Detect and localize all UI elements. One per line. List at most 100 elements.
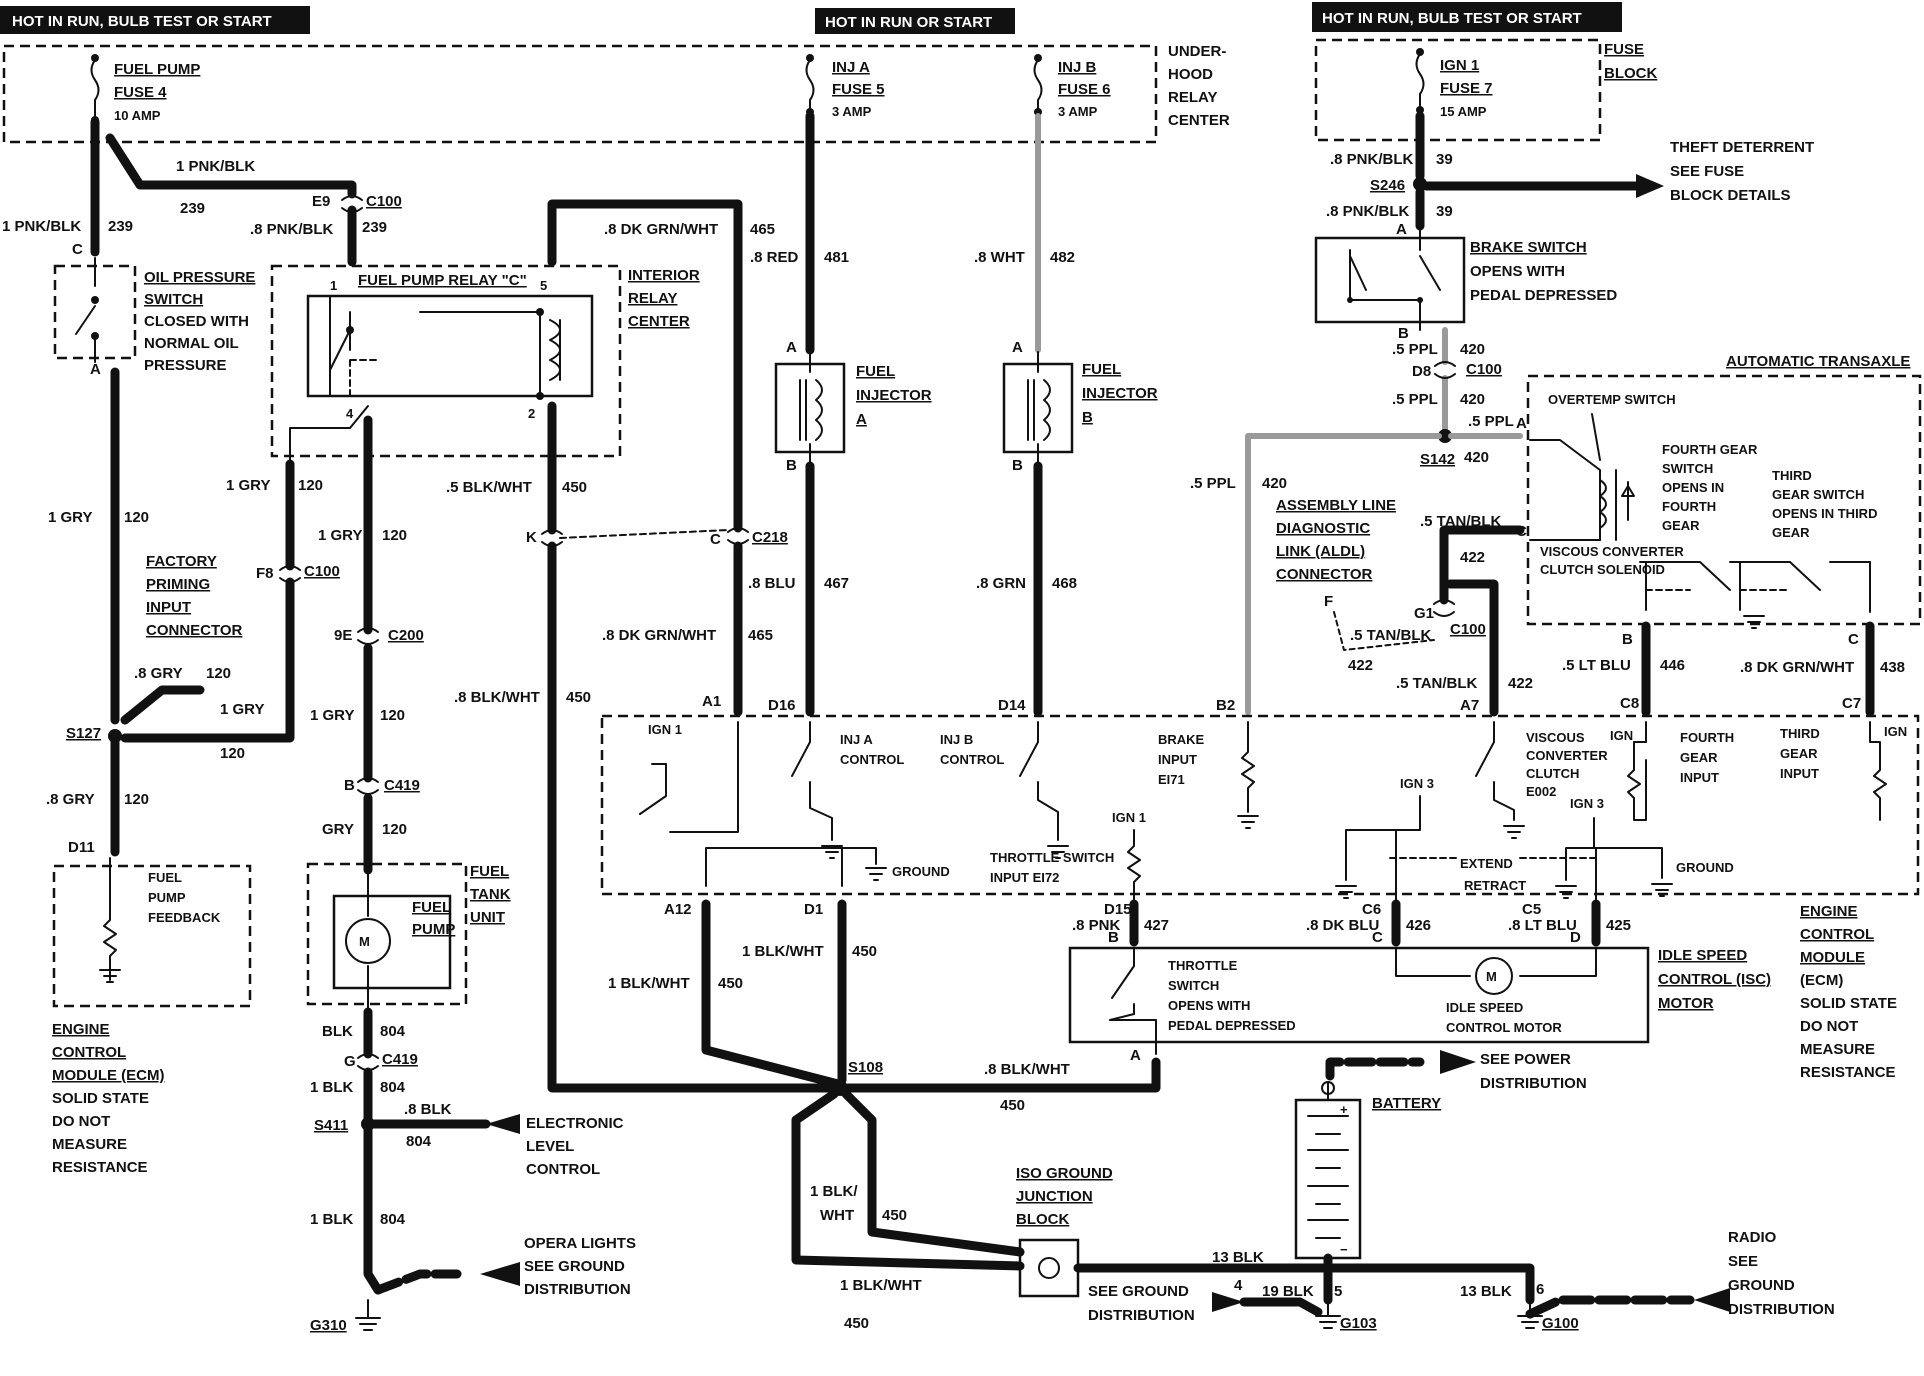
svg-text:D11: D11: [68, 839, 95, 856]
svg-text:A: A: [786, 339, 797, 356]
svg-text:S246: S246: [1370, 177, 1405, 194]
svg-text:2: 2: [528, 406, 535, 421]
svg-text:804: 804: [406, 1133, 432, 1150]
svg-text:SWITCH: SWITCH: [1168, 978, 1219, 993]
svg-text:S108: S108: [848, 1059, 883, 1076]
svg-text:15 AMP: 15 AMP: [1440, 104, 1487, 119]
svg-text:6: 6: [1536, 1281, 1544, 1298]
svg-text:CONNECTOR: CONNECTOR: [146, 622, 243, 639]
svg-text:B: B: [1082, 409, 1093, 426]
svg-text:BLOCK: BLOCK: [1016, 1211, 1069, 1228]
svg-text:450: 450: [718, 975, 743, 992]
svg-text:19 BLK: 19 BLK: [1262, 1283, 1314, 1300]
svg-text:A: A: [1012, 339, 1023, 356]
svg-text:OIL PRESSURE: OIL PRESSURE: [144, 269, 255, 286]
svg-text:CONTROL: CONTROL: [526, 1161, 600, 1178]
ecm-left-label: ENGINE CONTROL MODULE (ECM) SOLID STATE …: [52, 1021, 165, 1176]
svg-text:120: 120: [380, 707, 405, 724]
svg-text:B: B: [1622, 631, 1633, 648]
svg-text:.8 GRY: .8 GRY: [46, 791, 95, 808]
arrow-electronic-level: [486, 1114, 520, 1134]
svg-text:1 GRY: 1 GRY: [220, 701, 264, 718]
svg-text:1: 1: [330, 278, 337, 293]
svg-text:C6: C6: [1362, 901, 1381, 918]
svg-text:D: D: [1570, 929, 1581, 946]
svg-text:RESISTANCE: RESISTANCE: [52, 1159, 148, 1176]
underhood-relay-center-box: [2, 44, 1158, 144]
svg-text:K: K: [526, 529, 537, 546]
header-hot-run-start: [815, 8, 1015, 34]
svg-text:M: M: [359, 934, 370, 949]
wire-239-labels: 1 PNK/BLK 239 1 PNK/BLK 239 .8 PNK/BLK 2…: [2, 158, 387, 238]
svg-text:INPUT: INPUT: [1680, 770, 1719, 785]
svg-text:239: 239: [180, 200, 205, 217]
svg-text:RESISTANCE: RESISTANCE: [1800, 1064, 1896, 1081]
svg-text:FUEL: FUEL: [856, 363, 895, 380]
svg-text:GEAR: GEAR: [1780, 746, 1818, 761]
svg-text:239: 239: [108, 218, 133, 235]
svg-text:FUEL: FUEL: [412, 899, 451, 916]
svg-text:VISCOUS: VISCOUS: [1526, 730, 1585, 745]
svg-text:F: F: [1324, 593, 1333, 610]
isc-label: IDLE SPEED CONTROL (ISC) MOTOR: [1658, 947, 1771, 1012]
svg-text:.8 DK BLU: .8 DK BLU: [1306, 917, 1379, 934]
wire-450-iso-upper: [791, 1089, 1025, 1271]
svg-text:PEDAL DEPRESSED: PEDAL DEPRESSED: [1470, 287, 1617, 304]
wire-radio-ground: [1525, 1295, 1695, 1319]
svg-text:DISTRIBUTION: DISTRIBUTION: [524, 1281, 631, 1298]
svg-text:468: 468: [1052, 575, 1077, 592]
svg-text:CLUTCH SOLENOID: CLUTCH SOLENOID: [1540, 562, 1665, 577]
svg-text:.5 TAN/BLK: .5 TAN/BLK: [1350, 627, 1432, 644]
throttle-switch: THROTTLE SWITCH OPENS WITH PEDAL DEPRESS…: [1109, 947, 1296, 1055]
svg-text:C: C: [710, 531, 721, 548]
iso-ground-junction: ISO GROUND JUNCTION BLOCK: [1016, 1165, 1113, 1279]
svg-text:FACTORY: FACTORY: [146, 553, 217, 570]
svg-text:C: C: [1372, 929, 1383, 946]
svg-text:D15: D15: [1104, 901, 1132, 918]
svg-text:PUMP: PUMP: [148, 890, 186, 905]
svg-text:E9: E9: [312, 193, 330, 210]
svg-text:OPENS WITH: OPENS WITH: [1168, 998, 1250, 1013]
svg-text:.8 BLK/WHT: .8 BLK/WHT: [454, 689, 540, 706]
svg-text:WHT: WHT: [820, 1207, 854, 1224]
svg-text:OPENS WITH: OPENS WITH: [1470, 263, 1565, 280]
svg-text:.8 GRY: .8 GRY: [134, 665, 183, 682]
arrow-see-power: [1440, 1050, 1476, 1074]
fuse-inj-a: INJ A FUSE 5 3 AMP: [805, 54, 885, 119]
svg-text:C419: C419: [384, 777, 420, 794]
svg-text:C100: C100: [1466, 361, 1502, 378]
svg-text:450: 450: [882, 1207, 907, 1224]
wire-450e-labels: .8 BLK/WHT 450: [984, 1061, 1070, 1114]
svg-text:SEE POWER: SEE POWER: [1480, 1051, 1571, 1068]
wire-450cd-labels: 1 BLK/WHT 450 1 BLK/WHT 450: [608, 943, 877, 992]
svg-text:C: C: [1848, 631, 1859, 648]
svg-text:438: 438: [1880, 659, 1905, 676]
svg-text:OPERA LIGHTS: OPERA LIGHTS: [524, 1235, 636, 1252]
svg-text:804: 804: [380, 1079, 406, 1096]
svg-text:.8 DK GRN/WHT: .8 DK GRN/WHT: [1740, 659, 1854, 676]
svg-text:IGN: IGN: [1610, 728, 1633, 743]
connector-c100-e9: E9 C100: [312, 193, 402, 213]
fuel-pump-motor: M FUEL PUMP: [345, 869, 455, 1013]
svg-text:MODULE (ECM): MODULE (ECM): [52, 1067, 165, 1084]
ecm-left-box: [52, 864, 252, 1008]
svg-text:OPENS IN: OPENS IN: [1662, 480, 1724, 495]
svg-text:THIRD: THIRD: [1780, 726, 1820, 741]
wire-opera-ground: [373, 1269, 465, 1295]
svg-text:C7: C7: [1842, 695, 1861, 712]
svg-text:CLUTCH: CLUTCH: [1526, 766, 1579, 781]
factory-priming-connector-label: FACTORY PRIMING INPUT CONNECTOR: [146, 553, 243, 639]
svg-text:D1: D1: [804, 901, 823, 918]
svg-text:BLOCK: BLOCK: [1604, 65, 1657, 82]
connector-k: K: [526, 529, 563, 547]
svg-text:RELAY: RELAY: [1168, 89, 1217, 106]
wire-420-labels: .5 PPL 420 .5 PPL 420 .5 PPL 420 .5 PPL …: [1190, 341, 1514, 492]
wire-465-labels: .8 DK GRN/WHT 465 .8 DK GRN/WHT 465: [602, 221, 775, 644]
svg-text:426: 426: [1406, 917, 1431, 934]
svg-text:1 BLK/: 1 BLK/: [810, 1183, 858, 1200]
fuel-tank-unit-box: [306, 862, 468, 1006]
svg-text:.5 TAN/BLK: .5 TAN/BLK: [1396, 675, 1478, 692]
svg-text:446: 446: [1660, 657, 1685, 674]
svg-text:.5 BLK/WHT: .5 BLK/WHT: [446, 479, 532, 496]
splice-s142: S142: [1420, 429, 1455, 468]
